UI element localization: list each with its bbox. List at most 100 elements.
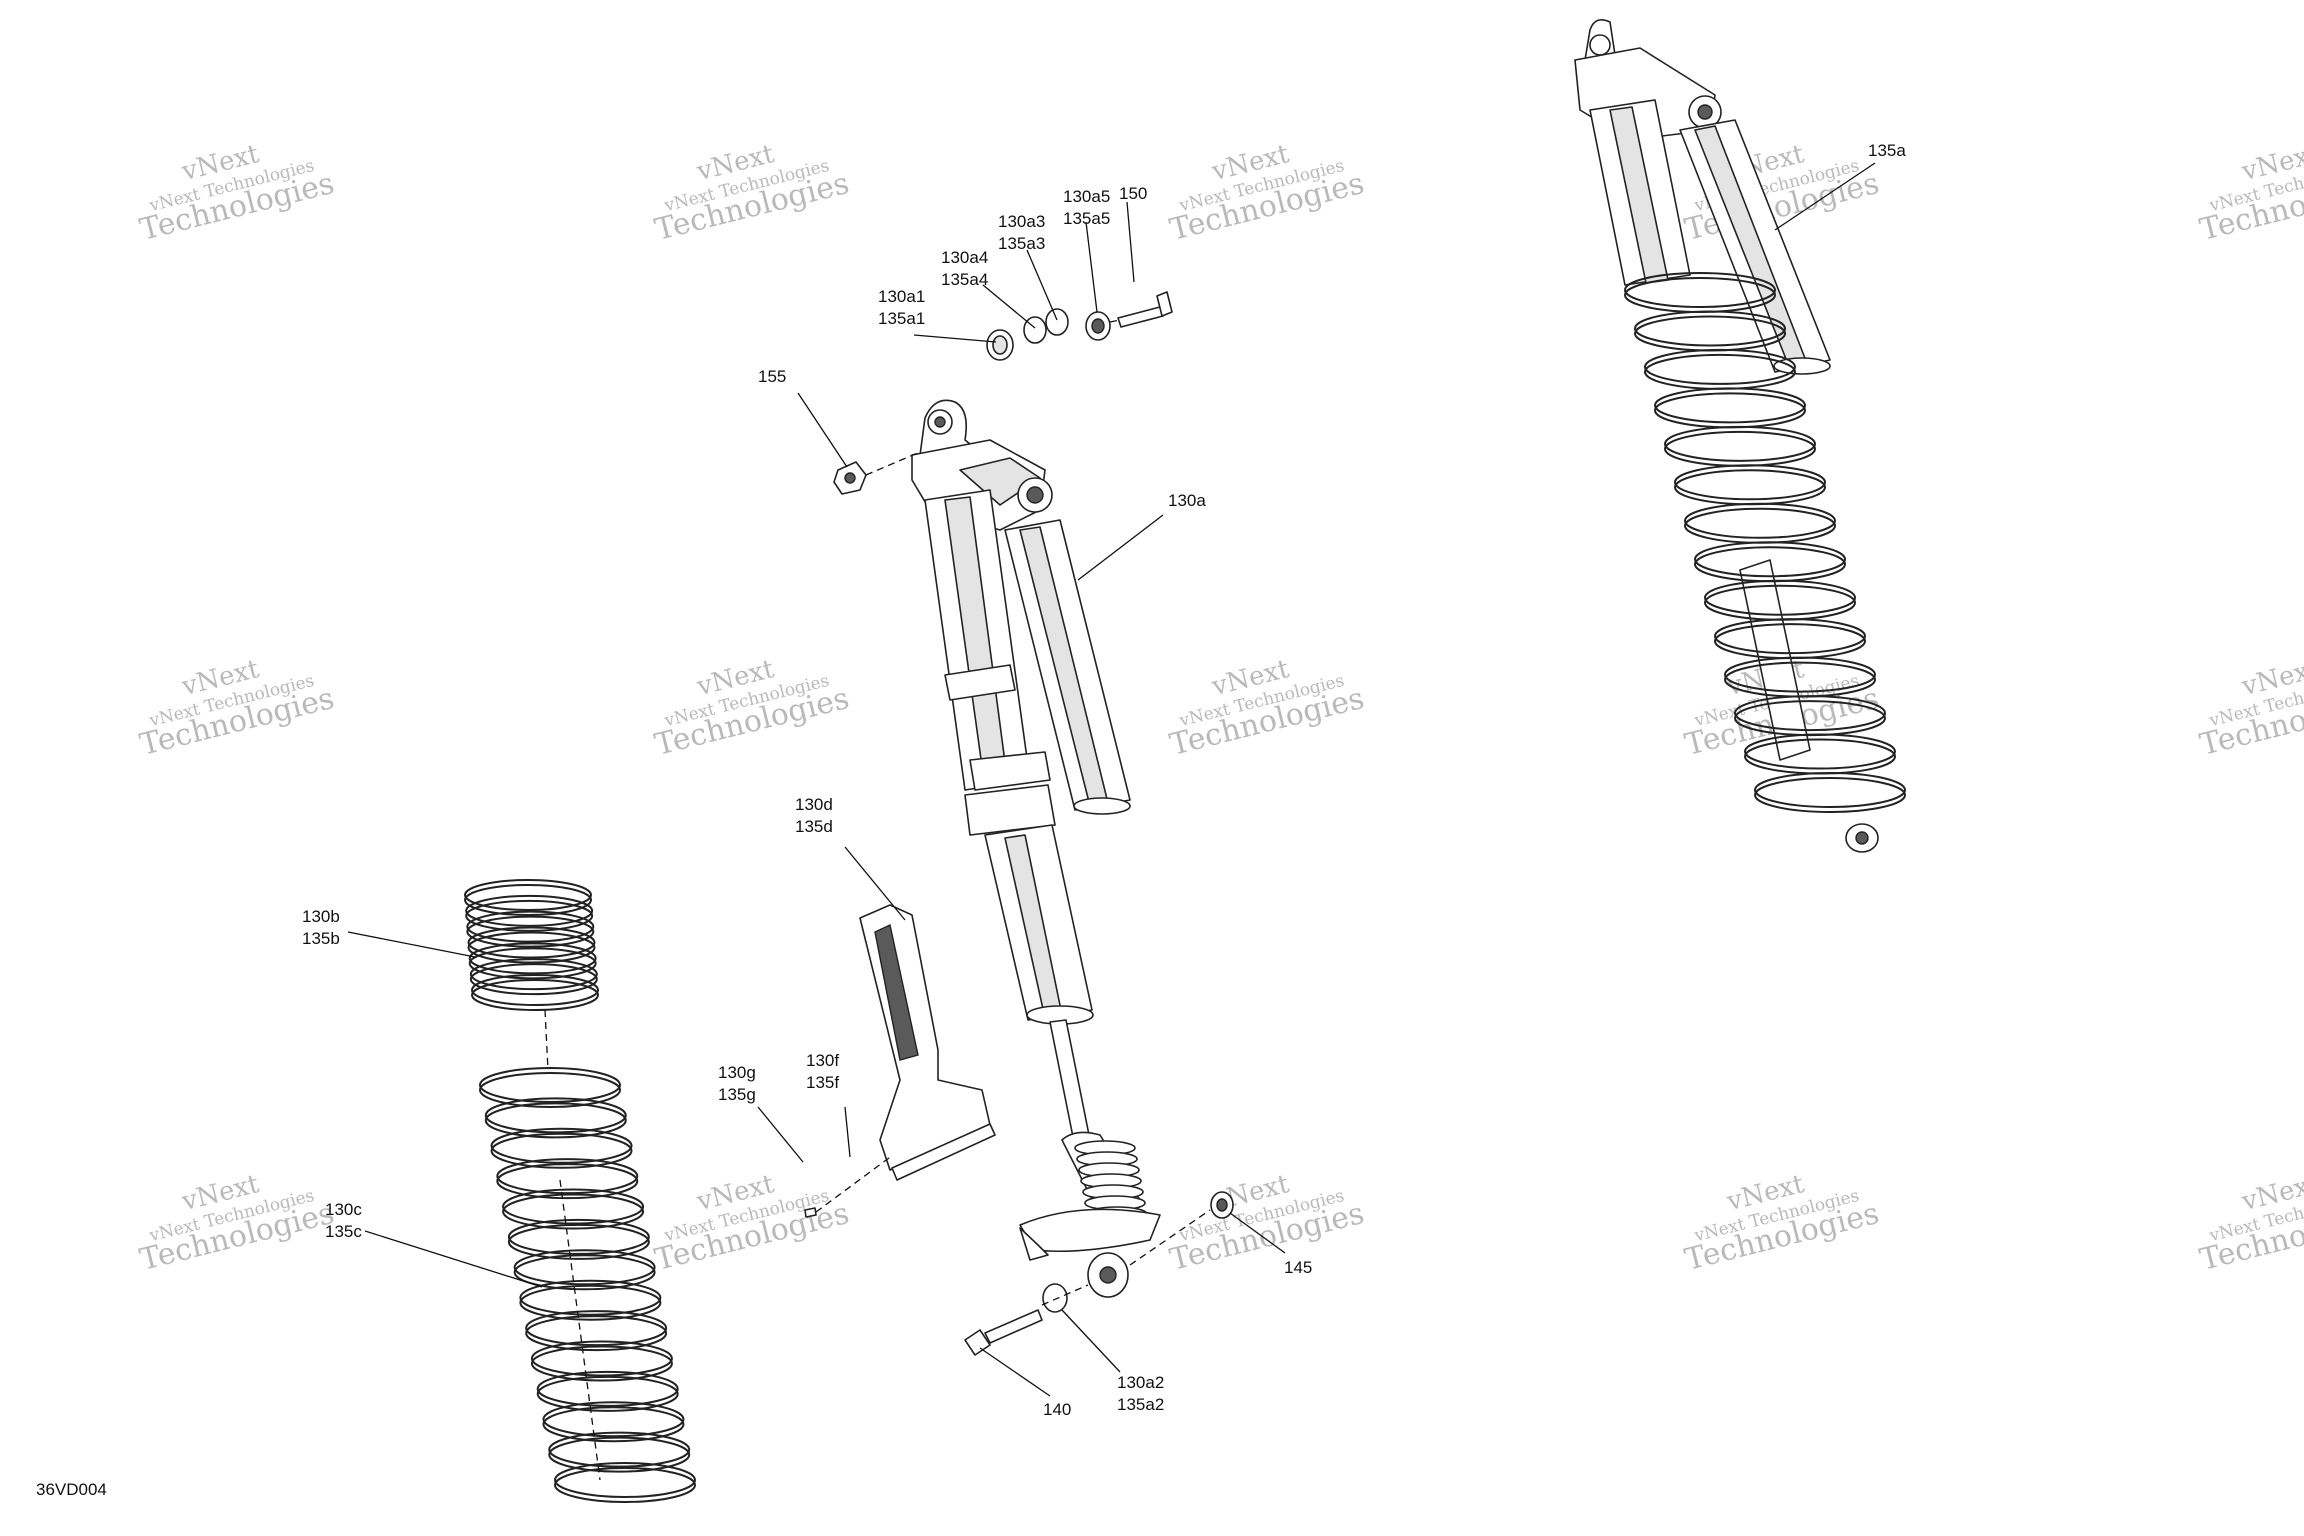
spring-axis-line <box>544 1009 601 1481</box>
callout-135a1: 135a1 <box>878 309 925 328</box>
callout-135a5: 135a5 <box>1063 209 1110 228</box>
spring-coil <box>466 910 595 943</box>
callout-150: 150 <box>1119 184 1147 203</box>
callout-130b: 130b <box>302 907 340 926</box>
spring-coil <box>1724 656 1876 693</box>
callout-140: 140 <box>1043 1400 1071 1419</box>
spring-coil <box>1674 464 1826 501</box>
spring-coil-edge <box>530 1345 673 1382</box>
spring-coil <box>468 942 597 975</box>
spring-coil <box>1704 579 1856 616</box>
spring-coil <box>1634 310 1786 347</box>
spring-coil-edge <box>525 1315 668 1352</box>
assembled-spring-drawing <box>1624 272 1906 813</box>
spring-coil <box>502 1188 645 1225</box>
spring-coil-edge <box>496 1163 639 1200</box>
spring-coil-edge <box>554 1467 696 1503</box>
bottom-hardware-drawing <box>964 1191 1234 1356</box>
spring-coil <box>496 1158 639 1195</box>
spring-coil <box>465 894 594 927</box>
leader-lines <box>347 162 1876 1397</box>
spring-coil <box>513 1249 656 1286</box>
spring-coil <box>471 974 599 1006</box>
spring-coil <box>530 1340 673 1377</box>
spring-coil <box>542 1401 685 1438</box>
spring-coil <box>469 958 598 991</box>
callout-135a2: 135a2 <box>1117 1395 1164 1414</box>
spring-coil <box>548 1431 691 1468</box>
spring-coil-edge <box>484 1102 627 1139</box>
spring-coil <box>1684 502 1836 539</box>
spring-guide-drawing <box>804 904 996 1218</box>
spring-coil-edge <box>513 1254 656 1291</box>
callout-130a2: 130a2 <box>1117 1373 1164 1392</box>
svg-text:145: 145 <box>1284 1258 1312 1277</box>
spring-coil-edge <box>468 947 597 980</box>
spring-coil <box>1694 541 1846 578</box>
callout-130g: 130g <box>718 1063 756 1082</box>
svg-text:135a: 135a <box>1868 141 1906 160</box>
spring-coil-edge <box>466 915 595 948</box>
callout-135c: 135c <box>325 1222 362 1241</box>
spring-coil-edge <box>542 1406 685 1443</box>
spring-coil <box>1644 348 1796 385</box>
svg-text:140: 140 <box>1043 1400 1071 1419</box>
spring-coil <box>1754 772 1906 808</box>
spring-coil <box>1624 272 1776 308</box>
spring-coil <box>554 1462 696 1498</box>
spring-coil-edge <box>479 1072 621 1108</box>
spring-coil <box>479 1067 621 1103</box>
spring-coil-edge <box>469 963 598 996</box>
spring-coil-edge <box>536 1375 679 1412</box>
svg-text:155: 155 <box>758 367 786 386</box>
lower-spring-drawing <box>479 1067 696 1503</box>
callout-130a1: 130a1 <box>878 287 925 306</box>
spring-coil-edge <box>507 1223 650 1260</box>
callout-135f: 135f <box>806 1073 839 1092</box>
spring-coil-edge <box>467 931 596 964</box>
callout-135g: 135g <box>718 1085 756 1104</box>
spring-coil <box>484 1097 627 1134</box>
spring-coil <box>507 1218 650 1255</box>
spring-coil-edge <box>464 884 592 916</box>
diagram-code: 36VD004 <box>36 1480 107 1499</box>
spring-coil <box>536 1370 679 1407</box>
callout-130a3: 130a3 <box>998 212 1045 231</box>
assembled-shock-drawing <box>1574 19 1879 853</box>
spring-coil <box>1734 695 1886 732</box>
top-hardware-drawing <box>833 291 1173 495</box>
svg-text:150: 150 <box>1119 184 1147 203</box>
spring-coil-edge <box>465 899 594 932</box>
spring-coil-edge <box>1754 777 1906 813</box>
spring-coil <box>1744 733 1896 770</box>
spring-coil-edge <box>502 1193 645 1230</box>
spring-coil <box>1654 387 1806 424</box>
callout-135a4: 135a4 <box>941 270 988 289</box>
shock-absorber-drawing <box>911 399 1161 1298</box>
svg-text:130a: 130a <box>1168 491 1206 510</box>
spring-coil <box>525 1310 668 1347</box>
callout-130c: 130c <box>325 1200 362 1219</box>
callout-130a4: 130a4 <box>941 248 988 267</box>
callout-135a3: 135a3 <box>998 234 1045 253</box>
spring-coil <box>467 926 596 959</box>
